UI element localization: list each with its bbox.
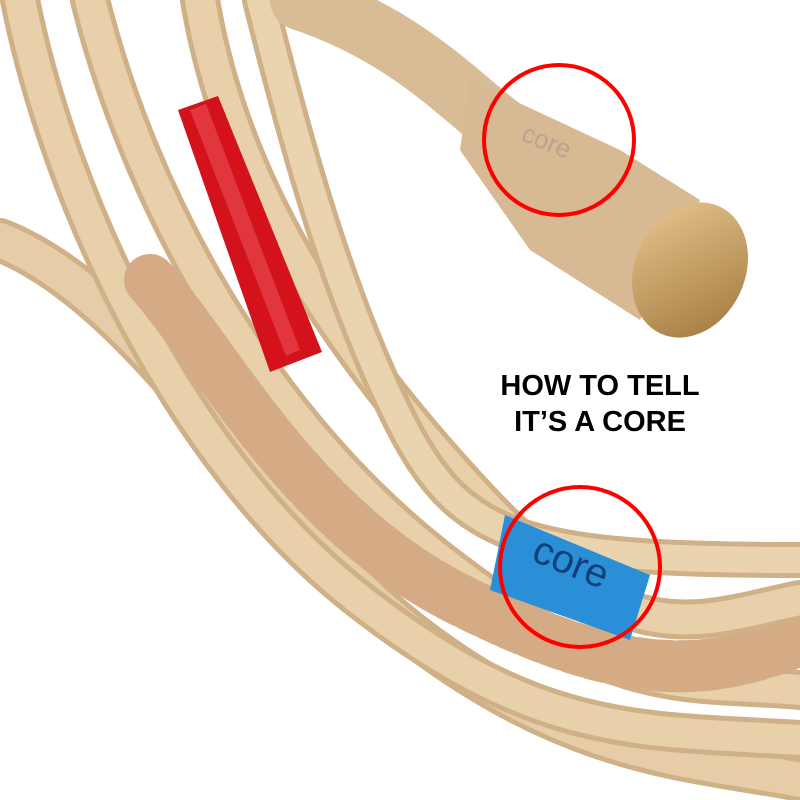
caption-line-1: HOW TO TELL bbox=[500, 370, 700, 402]
caption-line-2: IT’S A CORE bbox=[514, 406, 686, 438]
blue-sleeve bbox=[490, 515, 650, 640]
highlight-circle-sleeve bbox=[498, 485, 662, 649]
highlight-circle-mic bbox=[482, 63, 636, 217]
microphone bbox=[460, 80, 748, 338]
caption: HOW TO TELL IT’S A CORE bbox=[470, 368, 730, 440]
